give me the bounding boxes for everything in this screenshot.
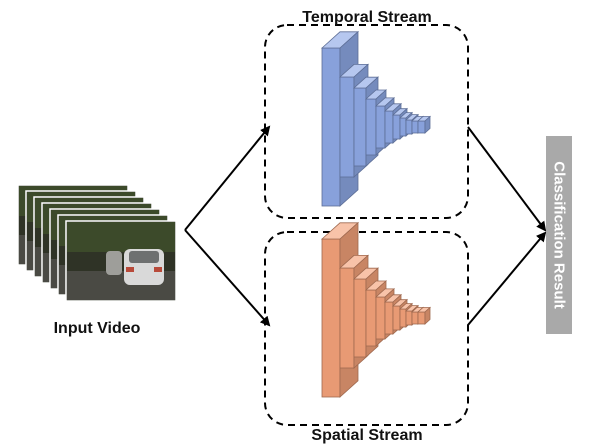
arrow-input-to-spatial xyxy=(184,229,271,327)
input-video-label: Input Video xyxy=(54,320,141,337)
arrow-temporal-to-result xyxy=(467,126,547,232)
temporal-stream-label: Temporal Stream xyxy=(302,9,432,26)
cnn-layer xyxy=(416,115,432,134)
arrow-input-to-temporal xyxy=(184,125,271,231)
input-video-frames xyxy=(17,184,177,302)
spatial-stream-label: Spatial Stream xyxy=(311,427,422,444)
classification-result-box xyxy=(546,136,572,334)
arrow-spatial-to-result xyxy=(467,231,547,326)
spatial-stream-box xyxy=(264,231,469,426)
temporal-stream-box xyxy=(264,24,469,219)
classification-result-label: Classification Result xyxy=(551,161,568,309)
video-frame xyxy=(65,220,177,302)
cnn-layer xyxy=(416,306,432,325)
spatial-stream-cnn xyxy=(320,221,432,398)
temporal-stream-cnn xyxy=(320,30,432,207)
